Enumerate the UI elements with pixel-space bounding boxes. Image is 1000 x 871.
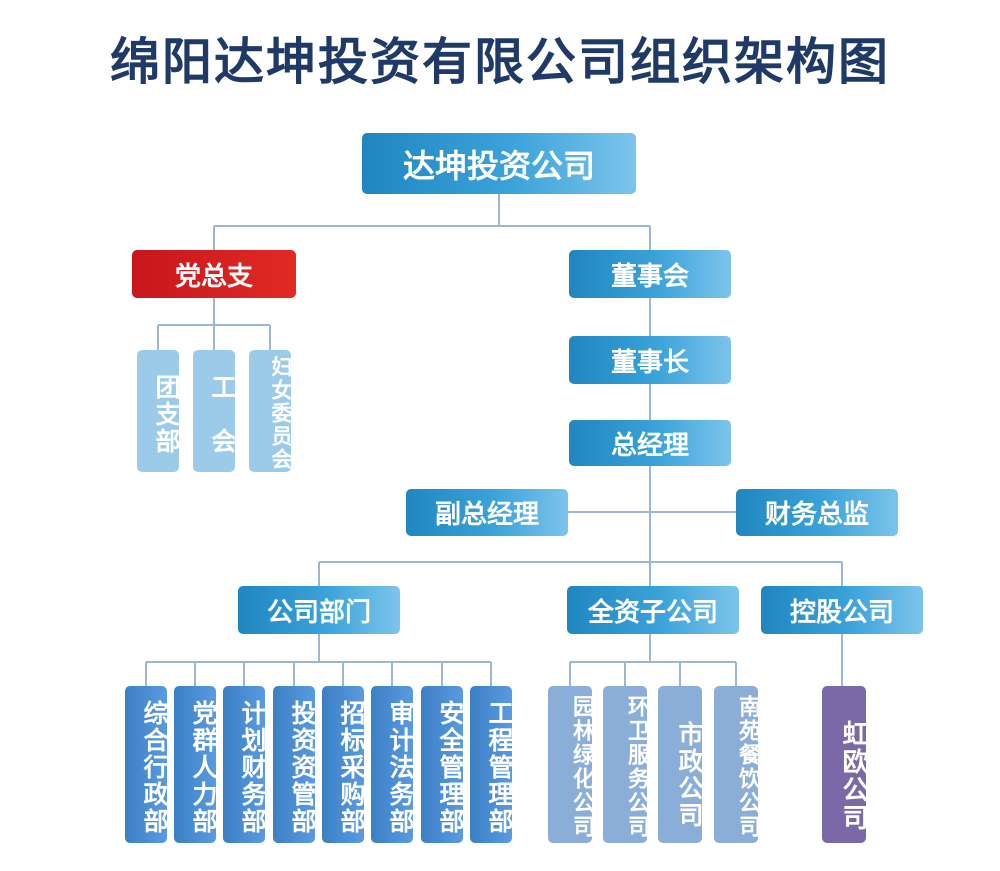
- dept-node: 计划财务部: [223, 686, 267, 843]
- dept-node: 党群人力部: [174, 686, 218, 843]
- subsidiary-node: 南苑餐饮公司: [714, 686, 760, 843]
- general-manager-node: 总经理: [569, 420, 731, 466]
- youth-league-node: 团支部: [137, 350, 181, 472]
- holding-companies-node: 控股公司: [761, 586, 923, 634]
- dept-node: 投资资管部: [273, 686, 317, 843]
- company-departments-node: 公司部门: [238, 586, 400, 634]
- subsidiary-node: 园林绿化公司: [548, 686, 594, 843]
- deputy-gm-node: 副总经理: [406, 489, 568, 536]
- dept-node: 招标采购部: [322, 686, 366, 843]
- wholly-owned-subsidiaries-node: 全资子公司: [567, 586, 739, 634]
- dept-node: 工程管理部: [470, 686, 514, 843]
- chairman-node: 董事长: [569, 336, 731, 384]
- party-branch-node: 党总支: [132, 250, 296, 298]
- womens-committee-node: 妇女委员会: [249, 350, 293, 472]
- subsidiary-node: 市政公司: [658, 686, 704, 843]
- dept-node: 安全管理部: [421, 686, 465, 843]
- root-node: 达坤投资公司: [362, 133, 636, 194]
- holding-company-node: 虹欧公司: [822, 686, 868, 843]
- labor-union-node: 工 会: [193, 350, 237, 472]
- board-node: 董事会: [569, 250, 731, 298]
- page-title: 绵阳达坤投资有限公司组织架构图: [110, 33, 890, 91]
- dept-node: 审计法务部: [371, 686, 415, 843]
- dept-node: 综合行政部: [125, 686, 169, 843]
- subsidiary-node: 环卫服务公司: [603, 686, 649, 843]
- finance-director-node: 财务总监: [736, 489, 898, 536]
